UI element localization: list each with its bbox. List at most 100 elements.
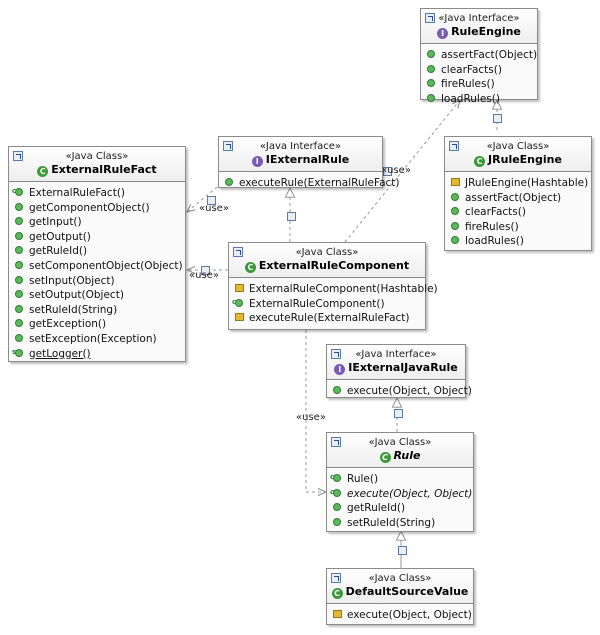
use-component-rule — [305, 330, 326, 492]
public-method-icon — [451, 236, 459, 245]
operations: execute(Object, Object) — [327, 380, 472, 404]
operation[interactable]: loadRules() — [427, 92, 532, 107]
operation[interactable]: getComponentObject() — [15, 201, 180, 216]
operation[interactable]: assertFact(Object) — [427, 48, 537, 63]
stereotype: «Java Interface» — [259, 141, 342, 152]
public-method-icon — [451, 207, 459, 216]
public-method-icon — [15, 304, 23, 313]
class-badge-icon: C — [474, 156, 486, 167]
operation[interactable]: setComponentObject(Object) — [15, 259, 183, 274]
operation[interactable]: clearFacts() — [427, 63, 532, 78]
operation[interactable]: setException(Exception) — [15, 332, 180, 347]
operation[interactable]: setRuleId(String) — [333, 516, 468, 531]
class-name-text: ExternalRuleComponent — [258, 259, 410, 272]
operation[interactable]: execute(Object, Object) — [333, 384, 472, 399]
static-method-icon — [12, 345, 23, 359]
operation[interactable]: getRuleId() — [333, 501, 468, 516]
public-method-icon — [427, 79, 435, 88]
operations: ExternalRuleComponent(Hashtable) Externa… — [229, 278, 438, 331]
connector-handle-icon — [383, 167, 392, 176]
constructor-icon — [451, 178, 460, 186]
operation[interactable]: getInput() — [15, 215, 180, 230]
interface-badge-icon: I — [437, 28, 449, 39]
connector-handle-icon — [201, 266, 210, 275]
public-method-icon — [15, 217, 23, 226]
operation[interactable]: ExternalRuleComponent(Hashtable) — [235, 282, 438, 297]
operation[interactable]: assertFact(Object) — [451, 191, 586, 206]
use-component-ruleengine — [344, 100, 460, 243]
public-method-icon — [451, 192, 459, 201]
operation[interactable]: fireRules() — [427, 77, 532, 92]
operation[interactable]: clearFacts() — [451, 205, 586, 220]
operation[interactable]: setRuleId(String) — [15, 303, 180, 318]
operation[interactable]: execute(Object, Object) — [330, 485, 472, 502]
operations: execute(Object, Object) — [327, 604, 473, 628]
public-method-icon — [427, 93, 435, 102]
operation[interactable]: ExternalRuleComponent() — [232, 295, 420, 312]
operation[interactable]: setOutput(Object) — [15, 288, 180, 303]
operation[interactable]: ExternalRuleFact() — [12, 184, 180, 201]
interface-corner-icon — [425, 13, 435, 23]
class-badge-icon: C — [37, 166, 49, 177]
interface-corner-icon — [223, 141, 233, 151]
operations: executeRule(ExternalRuleFact) — [219, 172, 400, 196]
operation[interactable]: fireRules() — [451, 220, 586, 235]
use-label: «use» — [381, 165, 411, 176]
public-method-icon — [15, 202, 23, 211]
operation[interactable]: getLogger() — [12, 345, 180, 362]
operation[interactable]: executeRule(ExternalRuleFact) — [235, 311, 420, 326]
class-name-text: ExternalRuleFact — [51, 163, 157, 176]
class-name-text: DefaultSourceValue — [345, 585, 469, 598]
operation[interactable]: loadRules() — [451, 234, 586, 249]
public-method-icon — [427, 50, 435, 58]
connector-handle-icon — [394, 409, 403, 418]
operation[interactable]: getOutput() — [15, 230, 180, 245]
operation[interactable]: executeRule(ExternalRuleFact) — [225, 176, 400, 191]
operation[interactable]: getException() — [15, 317, 180, 332]
operation[interactable]: JRuleEngine(Hashtable) — [451, 176, 588, 191]
operation[interactable]: setInput(Object) — [15, 274, 180, 289]
protected-method-icon — [235, 313, 244, 322]
use-label: «use» — [189, 270, 219, 281]
stereotype: «Java Interface» — [438, 13, 520, 24]
operation[interactable]: Rule() — [330, 470, 468, 487]
class-name-text: IExternalRule — [265, 153, 350, 166]
connector-handle-icon — [207, 196, 216, 205]
connector-handle-icon — [287, 212, 296, 221]
public-method-icon — [451, 221, 459, 230]
public-method-icon — [15, 333, 23, 342]
operation[interactable]: getRuleId() — [15, 244, 180, 259]
connector-handle-icon — [398, 546, 407, 555]
use-label: «use» — [199, 203, 229, 214]
use-label: «use» — [296, 412, 326, 423]
stereotype: «Java Class» — [368, 437, 432, 448]
operation[interactable]: execute(Object, Object) — [333, 608, 472, 623]
constructor-icon — [12, 184, 23, 199]
stereotype: «Java Class» — [295, 247, 359, 258]
class-corner-icon — [331, 437, 341, 447]
public-method-icon — [15, 260, 23, 269]
class-name-text: IExternalJavaRule — [348, 361, 458, 374]
public-method-icon — [333, 517, 341, 526]
class-name-text: JRuleEngine — [488, 153, 562, 166]
constructor-icon — [330, 470, 341, 485]
